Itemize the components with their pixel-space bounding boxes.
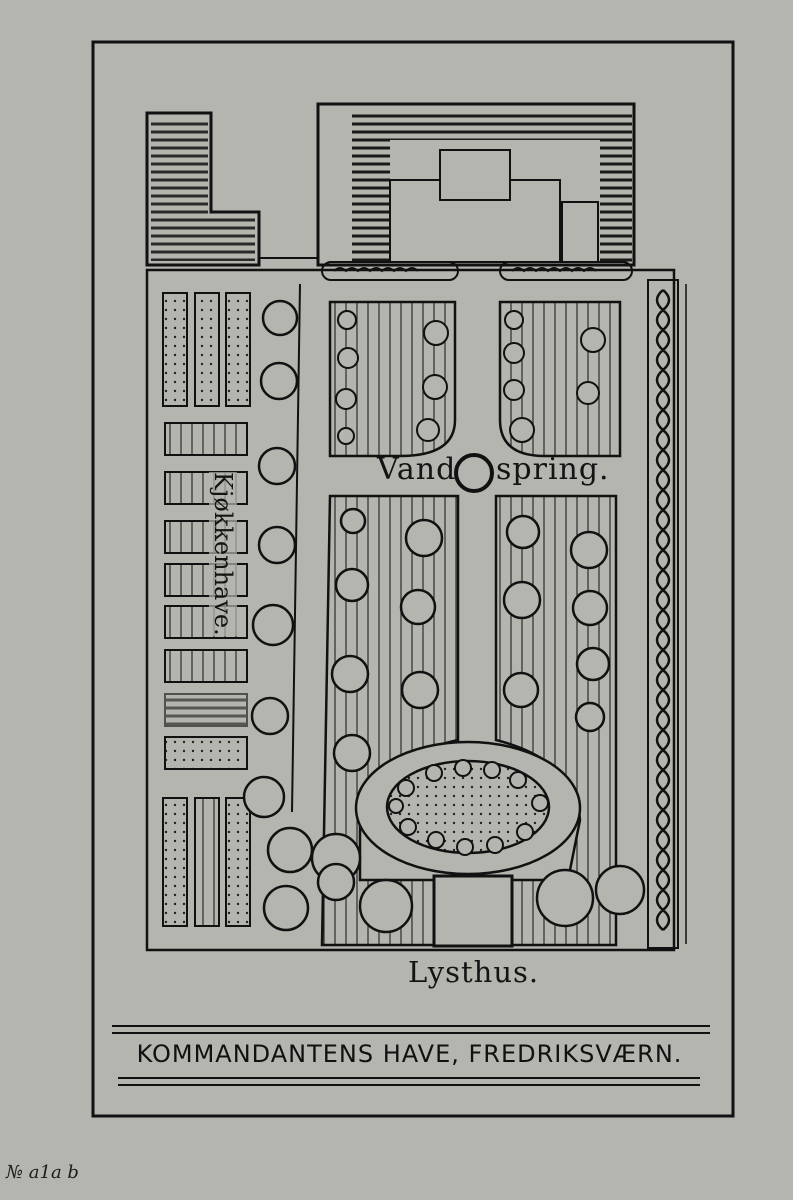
lawn-upper-left [328, 300, 457, 458]
map-title: KOMMANDANTENS HAVE, FREDRIKSVÆRN. [136, 1040, 683, 1068]
garden-boundary [145, 268, 676, 952]
catalog-number: № a1a b [6, 1162, 79, 1183]
oval-bushes [388, 759, 549, 856]
tree-group-lower-lawns [330, 507, 611, 773]
lawn-upper-right [498, 300, 622, 458]
label-fountain-left: Vand [377, 452, 457, 487]
label-fountain-right: spring. [496, 452, 610, 487]
pavilion [432, 874, 514, 948]
outer-frame [91, 40, 735, 1118]
label-kitchen-garden: Kjøkkenhave. [209, 472, 237, 636]
kitchen-beds-bottom [162, 797, 251, 927]
building-main [316, 102, 636, 267]
hedge-right [647, 279, 687, 949]
fountain [454, 453, 494, 493]
shrub-group-bottom [262, 826, 646, 934]
label-pavilion: Lysthus. [408, 955, 540, 989]
tree-row-kitchen [242, 299, 299, 819]
title-rules [112, 1025, 710, 1086]
kitchen-beds-top [162, 292, 251, 407]
building-left [145, 111, 261, 267]
